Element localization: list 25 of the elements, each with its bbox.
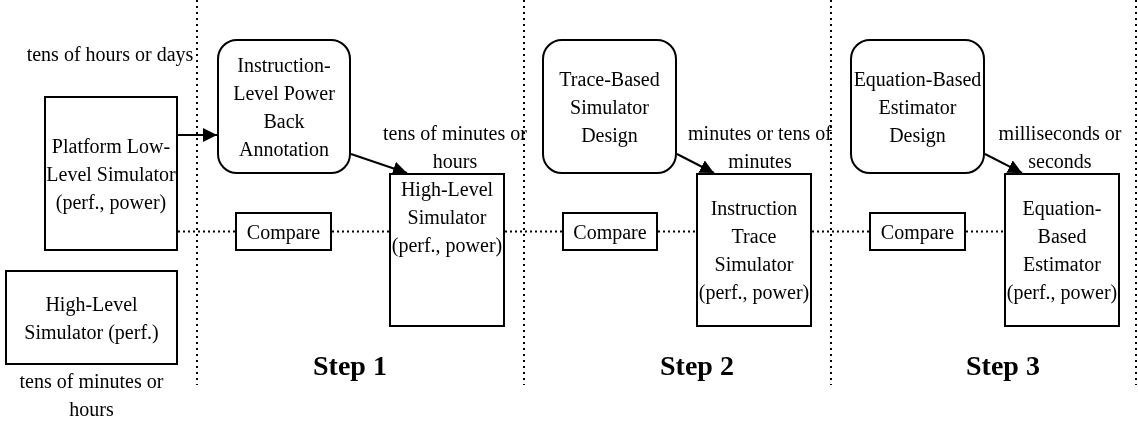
duration-label: minutes or tens of minutes <box>687 121 833 174</box>
dotted-connector <box>657 230 697 233</box>
process-box: High-Level Simulator (perf., power) <box>389 173 505 327</box>
arrow <box>350 153 408 176</box>
duration-label: milliseconds or seconds <box>997 121 1123 174</box>
arrow <box>177 128 218 142</box>
step-heading: Step 1 <box>313 350 387 382</box>
process-box: Compare <box>562 212 658 251</box>
dotted-connector <box>965 230 1005 233</box>
rounded-process-box: Trace-Based Simulator Design <box>542 39 677 174</box>
process-box: High-Level Simulator (perf.) <box>5 270 178 365</box>
process-box: Compare <box>869 212 966 251</box>
step-heading: Step 2 <box>660 350 734 382</box>
step-heading: Step 3 <box>966 350 1040 382</box>
arrow <box>676 153 715 174</box>
process-box: Equation-Based Estimator (perf., power) <box>1004 173 1120 327</box>
arrow <box>984 153 1023 174</box>
duration-label: tens of minutes or hours <box>18 369 165 422</box>
rounded-process-box: Equation-Based Estimator Design <box>850 39 985 174</box>
process-box: Compare <box>235 212 332 251</box>
rounded-process-box: Instruction-Level Power Back Annotation <box>217 39 351 174</box>
duration-label: tens of minutes or hours <box>382 121 528 174</box>
process-box: Instruction Trace Simulator (perf., power) <box>696 173 812 327</box>
duration-label: tens of hours or days <box>25 42 195 68</box>
process-box: Platform Low-Level Simulator (perf., power) <box>44 96 178 251</box>
